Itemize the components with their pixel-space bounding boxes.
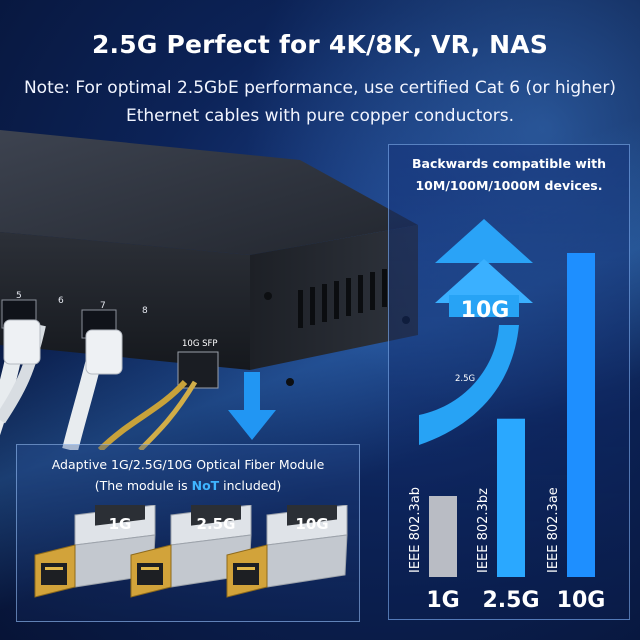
- bar-standard-label: IEEE 802.3bz: [476, 488, 491, 573]
- arrow-down-icon: [228, 372, 276, 440]
- module-title-line-2: (The module is NoT included): [94, 478, 282, 493]
- page-title: 2.5G Perfect for 4K/8K, VR, NAS: [91, 30, 549, 59]
- bar-10G: [567, 253, 595, 577]
- screw: [286, 378, 294, 386]
- port-label-8: 8: [142, 306, 148, 316]
- speed-arrow-icon: [419, 219, 533, 445]
- compatibility-caption: Backwards compatible with 10M/100M/1000M…: [389, 153, 629, 197]
- switch-front: [0, 232, 250, 370]
- not-included-highlight: NoT: [191, 478, 220, 493]
- caption-line-1: Backwards compatible with: [411, 156, 606, 171]
- screw: [264, 292, 272, 300]
- bar-1G: [429, 496, 457, 577]
- bar-category-label: 1G: [426, 588, 459, 613]
- note-line-2: Ethernet cables with pure copper conduct…: [125, 106, 515, 126]
- sfp-module-speed-label: 2.5G: [197, 515, 236, 533]
- note-line-1: Note: For optimal 2.5GbE performance, us…: [23, 78, 617, 98]
- fiber-cable: [97, 380, 188, 450]
- port-label-5: 5: [16, 291, 22, 301]
- network-switch: 5 6 7 8 10G SFP: [0, 130, 418, 450]
- speed-comparison-panel: Backwards compatible with 10M/100M/1000M…: [388, 144, 630, 620]
- caption-line-2: 10M/100M/1000M devices.: [415, 178, 603, 193]
- switch-top: [0, 130, 418, 255]
- sfp-module: [34, 505, 156, 598]
- module-title: Adaptive 1G/2.5G/10G Optical Fiber Modul…: [17, 454, 359, 496]
- ethernet-cables: [0, 319, 123, 450]
- optical-module-box: Adaptive 1G/2.5G/10G Optical Fiber Modul…: [16, 444, 360, 622]
- port-label-7: 7: [100, 301, 106, 311]
- cable-note: Note: For optimal 2.5GbE performance, us…: [0, 74, 640, 130]
- bar-standard-label: IEEE 802.3ae: [546, 487, 561, 573]
- sfp-module-speed-label: 10G: [295, 515, 328, 533]
- bar-2.5G: [497, 418, 525, 577]
- bar-category-label: 2.5G: [482, 588, 539, 613]
- bar-standard-label: IEEE 802.3ab: [408, 487, 423, 573]
- sfp-module-speed-label: 1G: [109, 515, 132, 533]
- arrow-big-label: 10G: [461, 298, 510, 323]
- arrow-small-label: 2.5G: [455, 374, 475, 384]
- sfp-modules: 1G 2.5G 10G: [34, 505, 348, 598]
- module-title-line-1: Adaptive 1G/2.5G/10G Optical Fiber Modul…: [51, 457, 325, 472]
- port-label-6: 6: [58, 296, 64, 306]
- sfp-module: [226, 505, 348, 598]
- bar-category-label: 10G: [557, 588, 606, 613]
- sfp-label: 10G SFP: [182, 339, 218, 349]
- vent-slots: [298, 269, 387, 328]
